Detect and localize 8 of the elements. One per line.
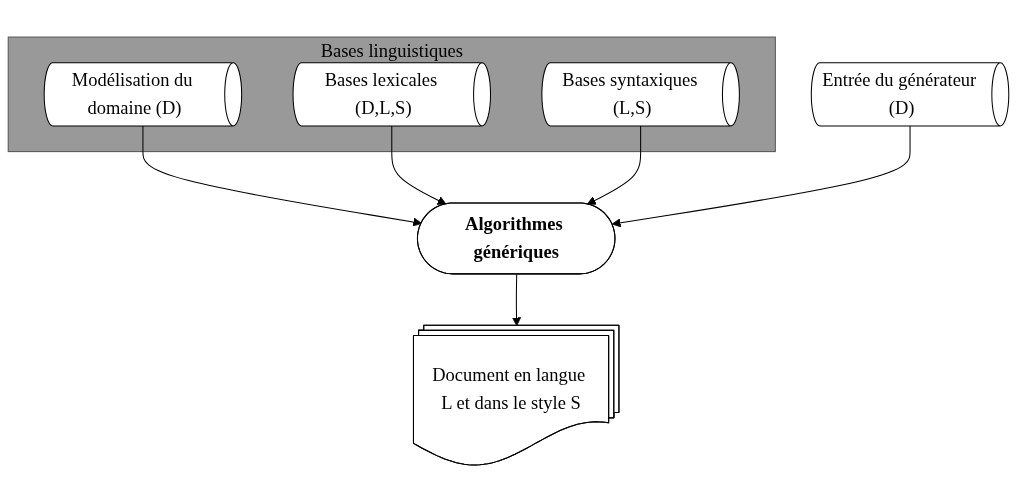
arrow — [391, 125, 447, 205]
node-text: Modélisation du domaine (D) — [71, 69, 193, 118]
arrow — [142, 125, 422, 227]
arrow — [611, 125, 911, 228]
arrow — [586, 125, 642, 205]
node-text: Entrée du générateur (D) — [822, 69, 977, 118]
node-text: Bases syntaxiques (L,S) — [562, 69, 698, 118]
node-text: Bases lexicales (D,L,S) — [324, 69, 438, 118]
